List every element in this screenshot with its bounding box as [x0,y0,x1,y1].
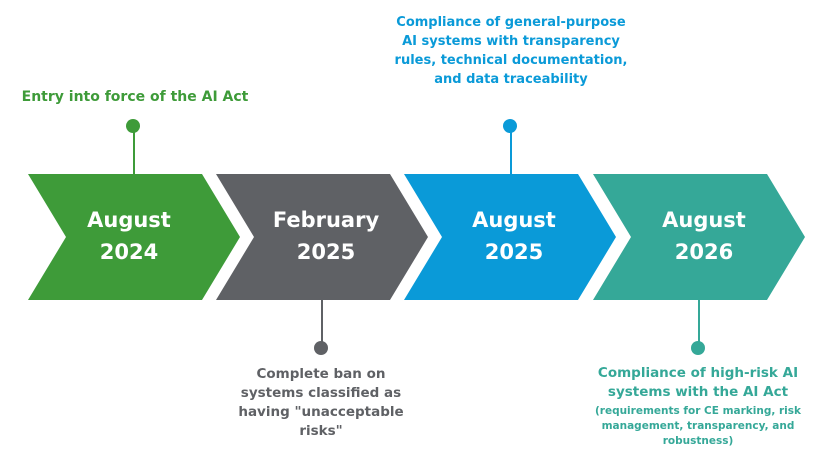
arrow-year-3: 2025 [484,240,544,264]
arrow-year-4: 2026 [674,240,734,264]
milestone-note-4: Compliance of high-risk AI systems with … [591,364,805,449]
arrow-label-1: August 2024 [49,204,209,268]
arrow-label-4: August 2026 [624,204,784,268]
milestone-connector-2 [321,300,323,348]
milestone-note-4-subtext: (requirements for CE marking, risk manag… [594,405,802,447]
arrow-month-1: August [87,208,171,232]
milestone-dot-3 [503,119,517,133]
arrow-label-2: February 2025 [246,204,406,268]
timeline-arrow-february-2025 [216,174,428,300]
arrow-month-4: August [662,208,746,232]
timeline-arrow-august-2024 [28,174,240,300]
milestone-connector-1 [133,126,135,174]
milestone-note-1-text: Entry into force of the AI Act [21,89,249,105]
arrow-month-2: February [272,208,380,232]
milestone-dot-4 [691,341,705,355]
timeline-arrow-august-2025 [404,174,616,300]
arrow-year-2: 2025 [296,240,356,264]
arrow-month-3: August [472,208,556,232]
arrow-year-1: 2024 [99,240,159,264]
milestone-connector-3 [510,126,512,174]
milestone-note-3: Compliance of general-purpose AI systems… [393,13,629,89]
timeline-arrow-august-2026 [593,174,805,300]
arrow-label-3: August 2025 [434,204,594,268]
milestone-dot-2 [314,341,328,355]
milestone-connector-4 [698,300,700,348]
milestone-dot-1 [126,119,140,133]
milestone-note-1: Entry into force of the AI Act [20,88,250,107]
milestone-note-2: Complete ban on systems classified as ha… [228,365,414,441]
milestone-note-4-text: Compliance of high-risk AI systems with … [597,365,799,400]
milestone-note-3-text: Compliance of general-purpose AI systems… [394,15,628,87]
milestone-note-2-text: Complete ban on systems classified as ha… [238,366,404,439]
